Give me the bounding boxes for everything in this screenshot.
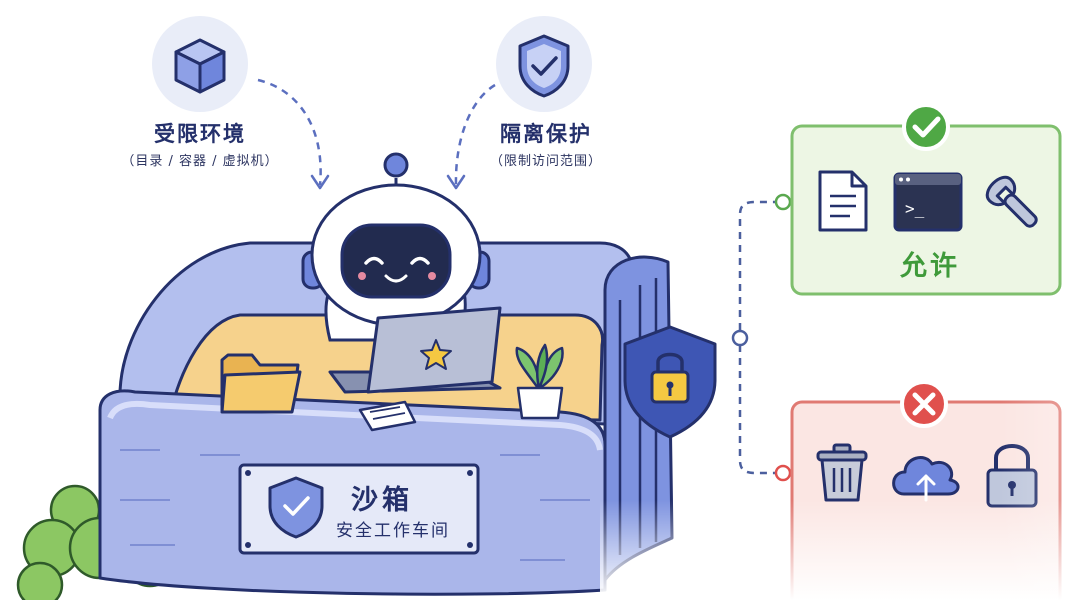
- wrench-icon: [985, 175, 1038, 228]
- terminal-prompt: >_: [905, 199, 925, 218]
- allow-connector-node: [774, 193, 792, 211]
- gate-shield-lock-icon: [623, 325, 717, 439]
- sandbox-plaque: [238, 463, 480, 555]
- document-icon: [818, 170, 868, 232]
- trash-icon: [816, 443, 868, 502]
- check-badge-icon: [902, 103, 950, 151]
- allowed-panel: >_: [790, 103, 1062, 296]
- sandbox-title: 沙箱: [351, 485, 413, 516]
- paper-icon: [358, 400, 417, 432]
- restricted-env-subtitle: （目录 / 容器 / 虚拟机）: [121, 154, 279, 169]
- robot-mascot: [301, 152, 491, 342]
- allowed-label: 允许: [900, 251, 960, 282]
- isolation-subtitle: （限制访问范围）: [489, 154, 602, 169]
- connector-node: [731, 329, 749, 347]
- deny-connector-node: [774, 464, 792, 482]
- sandbox-subtitle: 安全工作车间: [336, 521, 450, 541]
- restricted-env-callout: [152, 16, 330, 190]
- terminal-icon: >_: [893, 172, 963, 232]
- plant-icon: [515, 343, 564, 420]
- restricted-env-title: 受限环境: [154, 122, 246, 146]
- cube-icon: [174, 38, 226, 94]
- plaque-shield-icon: [268, 476, 324, 539]
- isolation-callout: [446, 16, 592, 190]
- shield-check-icon: [518, 34, 570, 98]
- laptop-icon: [328, 306, 502, 394]
- cloud-upload-icon: [892, 456, 960, 502]
- folder-icon: [220, 353, 302, 414]
- isolation-title: 隔离保护: [500, 122, 592, 146]
